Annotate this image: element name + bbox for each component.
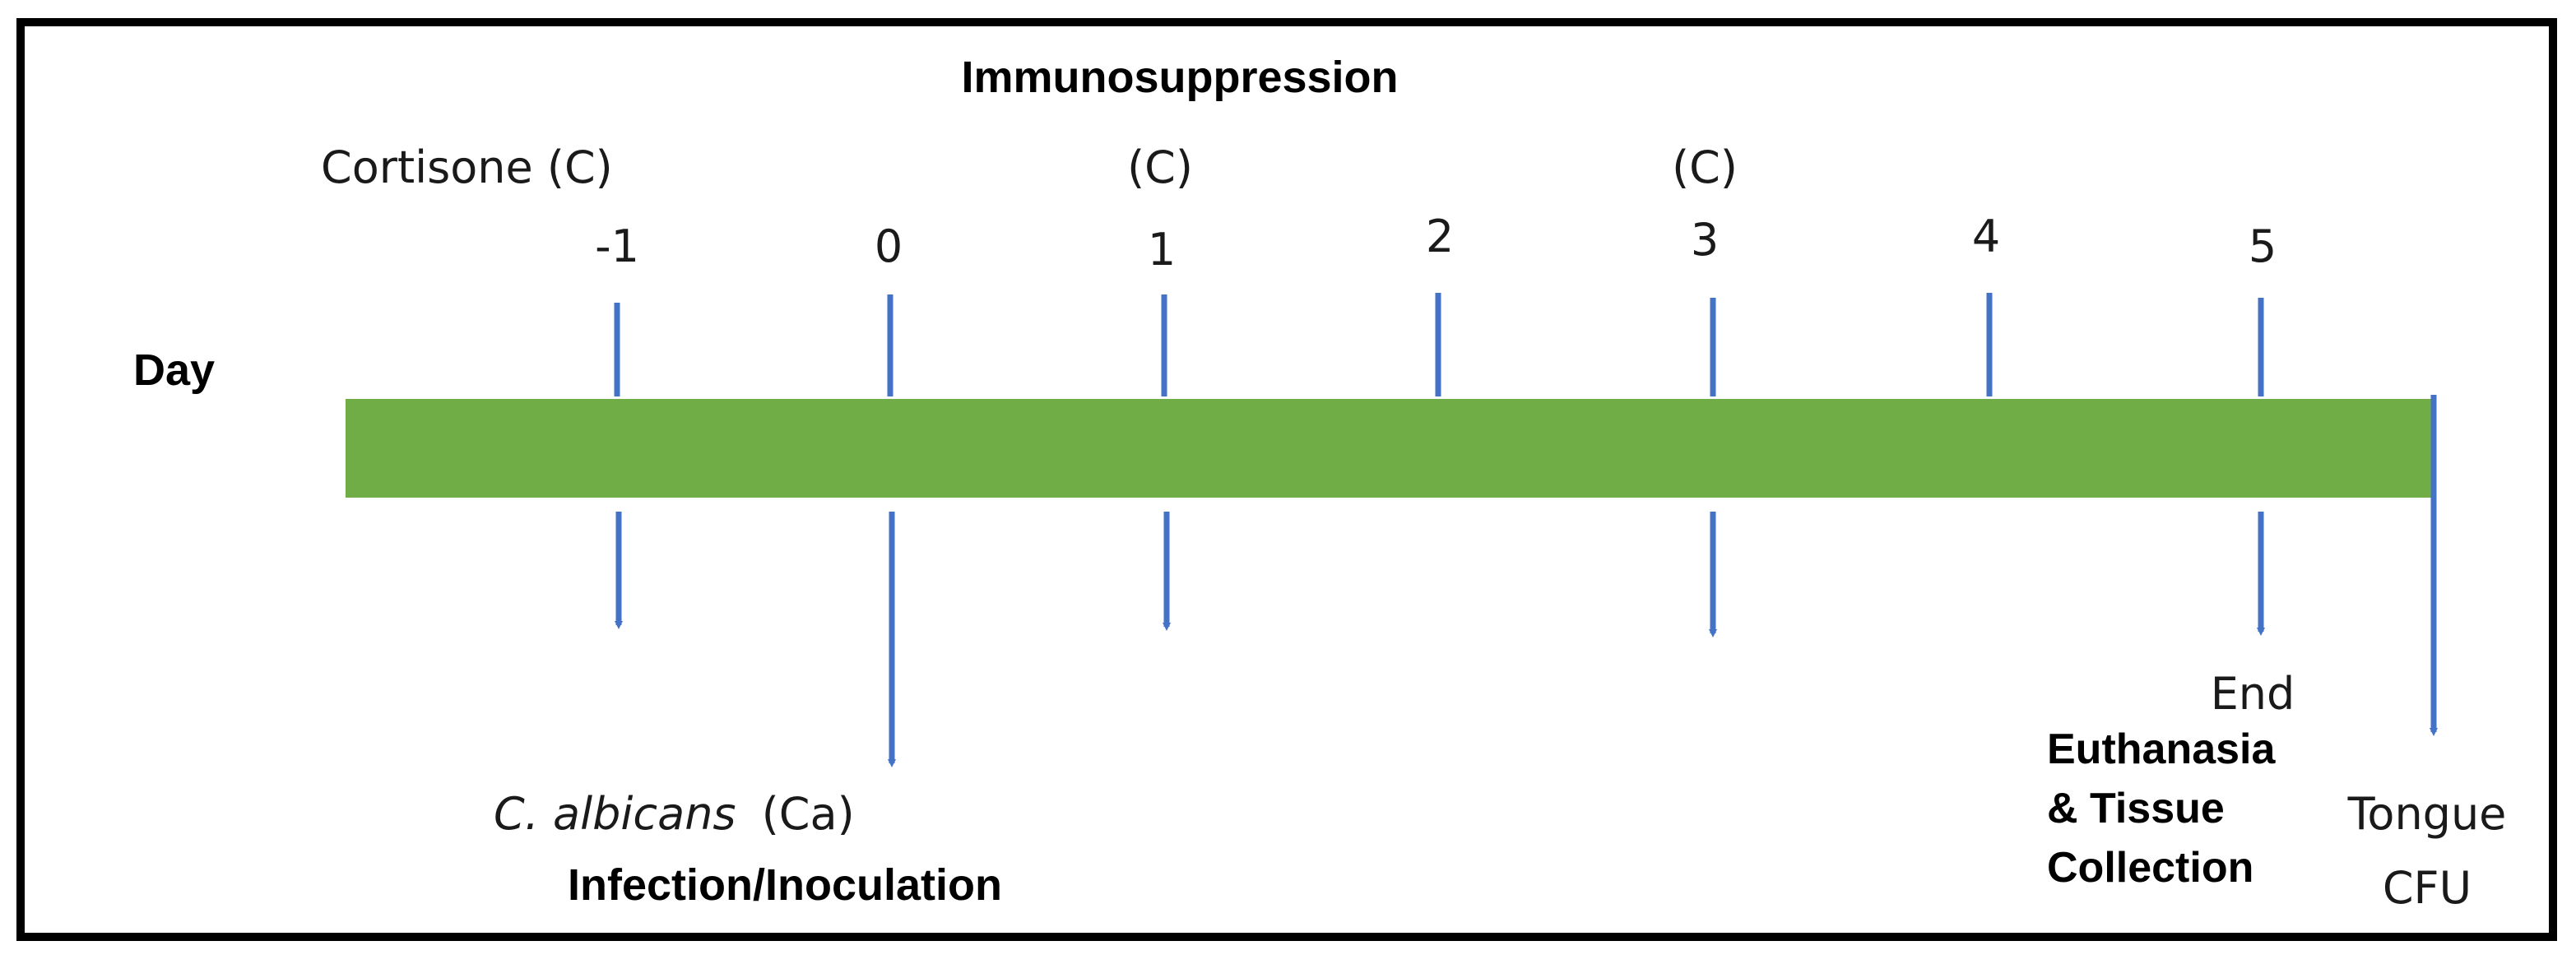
infection-species-name: C. albicans [494, 788, 736, 840]
euthanasia-line-3: Collection [2047, 844, 2253, 892]
dose-marker-day-3: (C) [1672, 141, 1738, 193]
infection-label: Infection/Inoculation [568, 860, 1002, 910]
tick-label-day-4: 4 [1972, 211, 2000, 262]
timeline-bar [346, 399, 2434, 498]
event-arrows [615, 395, 2438, 767]
dose-marker-day-1: (C) [1127, 141, 1193, 193]
end-label: End [2211, 668, 2295, 720]
infection-species-abbrev: (Ca) [762, 788, 855, 840]
tick-lines [614, 293, 2264, 396]
tick-label-day-5: 5 [2249, 220, 2277, 272]
tick-label-day-0: 0 [875, 220, 903, 272]
title-immunosuppression: Immunosuppression [961, 53, 1398, 102]
tick-label-day-1: 1 [1148, 224, 1176, 276]
axis-label-day: Day [133, 345, 215, 395]
tick-label-day-2: 2 [1426, 211, 1454, 262]
infection-species-label: C. albicans (Ca) [494, 788, 855, 840]
tongue-label: Tongue [2347, 788, 2507, 840]
cortisone-label: Cortisone (C) [321, 141, 613, 193]
tick-label-day-minus-1: -1 [595, 220, 639, 272]
euthanasia-line-1: Euthanasia [2047, 725, 2276, 773]
euthanasia-line-2: & Tissue [2047, 785, 2225, 832]
tick-label-day-3: 3 [1691, 214, 1719, 266]
cfu-label: CFU [2383, 862, 2472, 914]
